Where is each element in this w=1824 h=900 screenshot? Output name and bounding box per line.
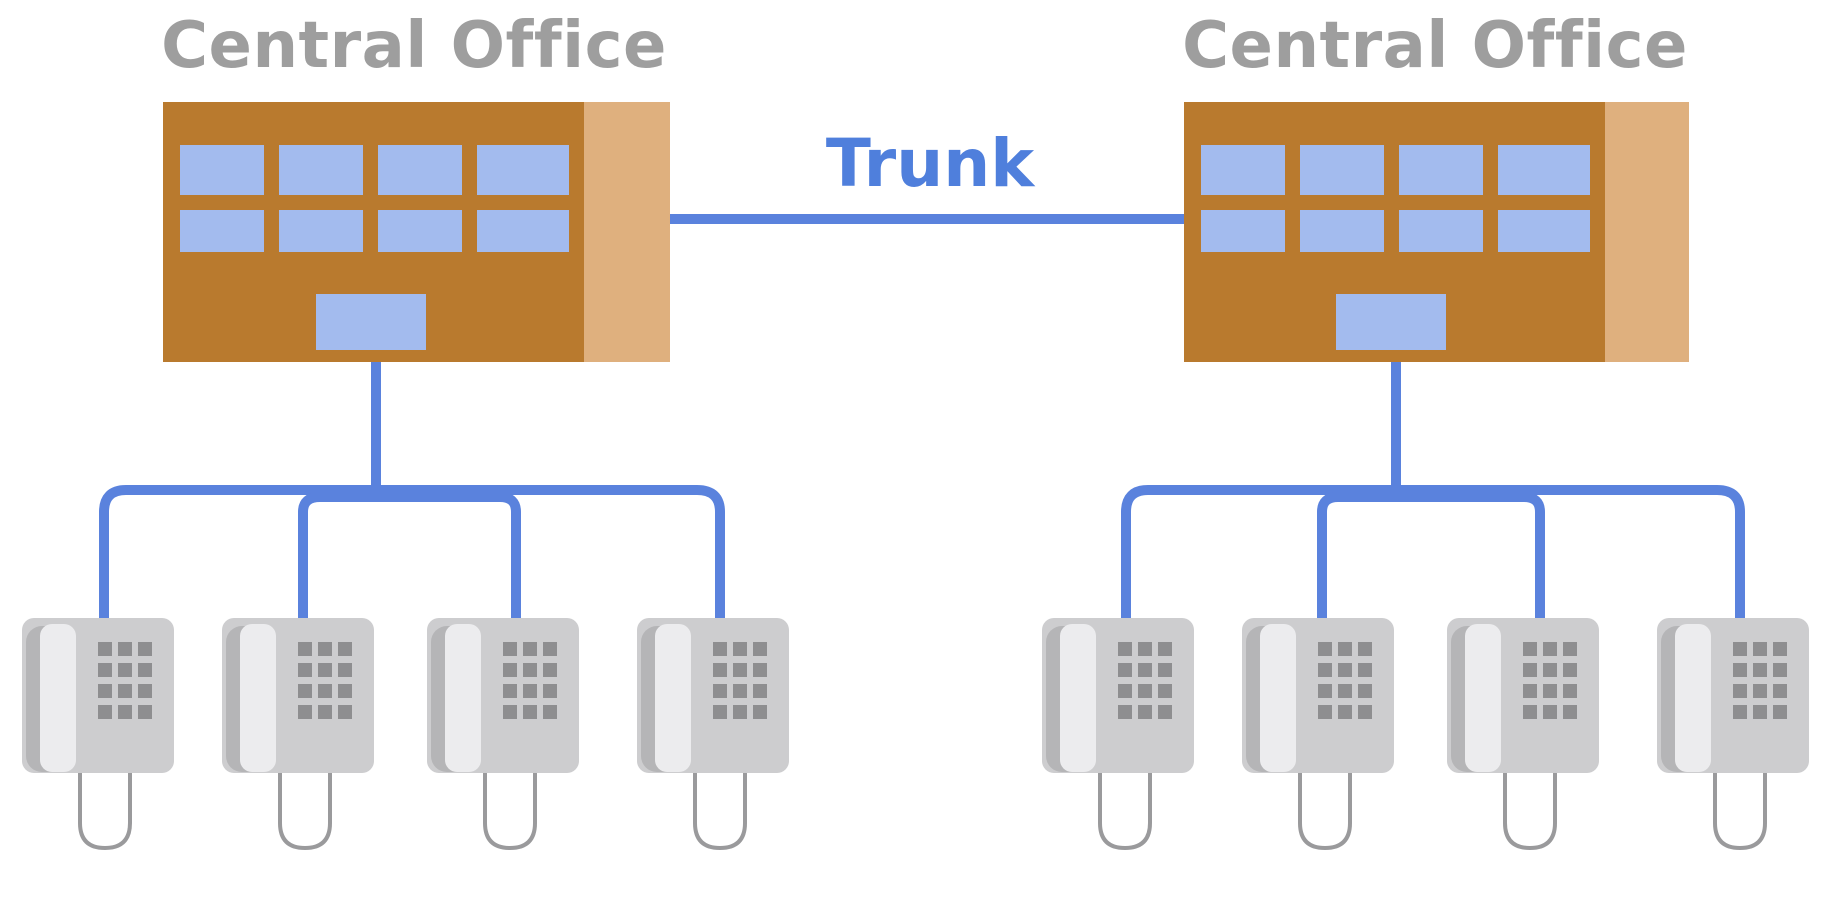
telephone-icon: [1655, 616, 1811, 850]
central-office-title-right: Central Office: [1182, 9, 1688, 83]
telephone-icon: [425, 616, 581, 850]
telephone-icon: [20, 616, 176, 850]
telephone-icon: [635, 616, 791, 850]
central-office-building-icon: [1184, 102, 1689, 362]
telephone-icon: [1240, 616, 1396, 850]
telephone-icon: [1445, 616, 1601, 850]
trunk-label: Trunk: [825, 125, 1035, 202]
central-office-building-icon: [163, 102, 670, 362]
telephone-icon: [220, 616, 376, 850]
central-office-title-left: Central Office: [161, 9, 667, 83]
left-local-loop-lines: [99, 355, 725, 623]
telephone-icon: [1040, 616, 1196, 850]
right-local-loop-lines: [1121, 355, 1745, 623]
